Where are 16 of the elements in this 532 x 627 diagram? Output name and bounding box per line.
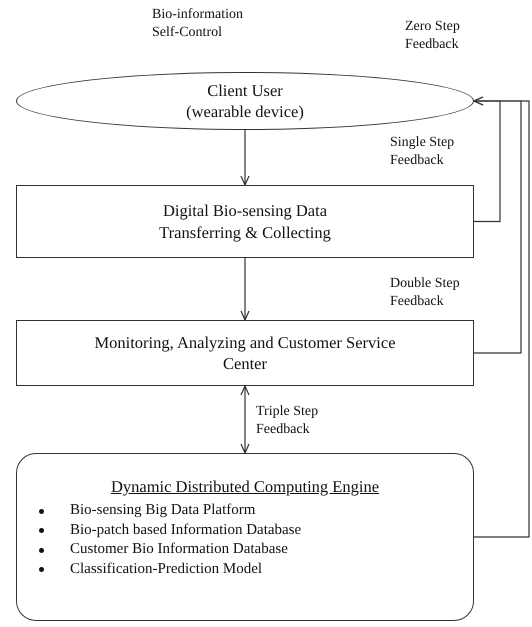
node-text: Digital Bio-sensing Data Transferring & Collecting (158, 200, 332, 243)
box-heading: Dynamic Distributed Computing Engine (110, 476, 380, 498)
arrow (240, 385, 250, 454)
list-item: Bio-patch based Information Database (70, 520, 302, 540)
ellipse-node (16, 72, 474, 130)
node-text: Client User (wearable device) (185, 80, 305, 122)
arrow (473, 96, 530, 538)
arrow (240, 258, 250, 321)
list-item: Bio-sensing Big Data Platform (70, 501, 256, 520)
rounded-box (16, 453, 474, 621)
node-text: Monitoring, Analyzing and Customer Service Center (93, 332, 397, 374)
arrow (240, 130, 250, 186)
list-item: Customer Bio Information Database (70, 540, 288, 560)
list-item: Classification-Prediction Model (70, 560, 262, 579)
process-box (16, 185, 474, 258)
process-box (16, 320, 474, 386)
